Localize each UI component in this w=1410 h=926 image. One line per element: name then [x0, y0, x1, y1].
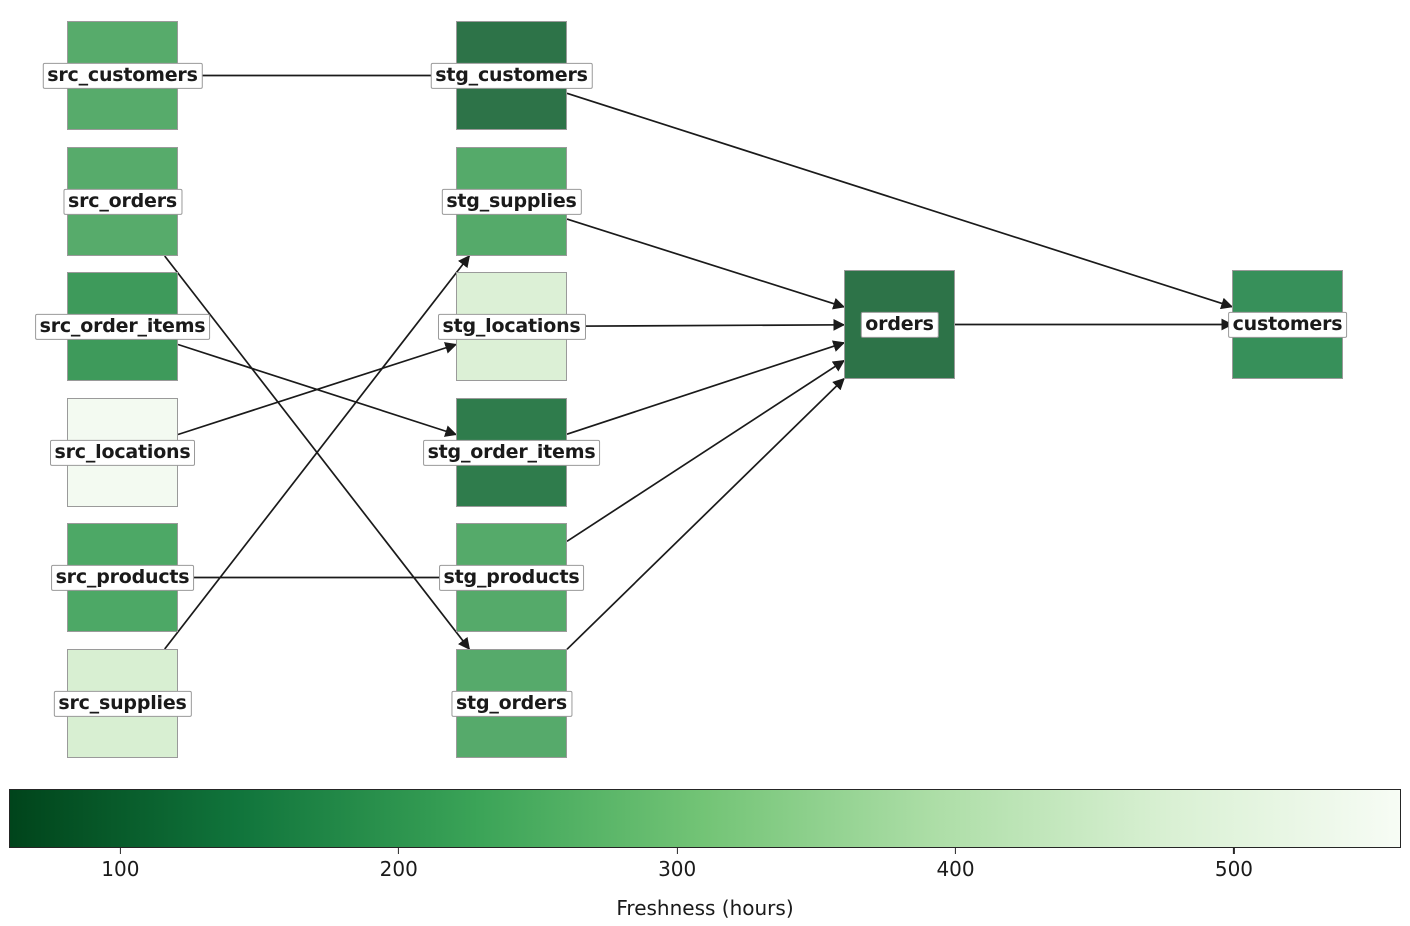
tick-mark-icon — [119, 848, 121, 854]
tick-label: 500 — [1214, 857, 1254, 881]
edge-src_locations-to-stg_locations — [177, 342, 458, 436]
tick-label: 100 — [101, 857, 140, 881]
node-label-customers[interactable]: customers — [1227, 311, 1348, 338]
tick-label: 300 — [658, 857, 697, 881]
node-label-src_supplies[interactable]: src_supplies — [53, 690, 192, 717]
edge-src_supplies-to-stg_supplies — [164, 255, 471, 650]
colorbar-tick-500: 500 — [1215, 848, 1253, 881]
colorbar-tick-400: 400 — [936, 848, 975, 881]
colorbar-gradient — [9, 789, 1401, 848]
colorbar-tick-200: 200 — [380, 848, 418, 881]
node-label-src_order_items[interactable]: src_order_items — [34, 313, 211, 340]
tick-mark-icon — [676, 848, 678, 854]
colorbar-tick-axis: 100 200 300 400 500 — [9, 848, 1401, 896]
node-label-stg_locations[interactable]: stg_locations — [437, 313, 586, 340]
tick-label: 200 — [379, 857, 418, 881]
node-label-stg_customers[interactable]: stg_customers — [430, 62, 593, 89]
edge-stg_products-to-orders — [566, 359, 845, 543]
node-label-src_customers[interactable]: src_customers — [42, 62, 203, 89]
node-label-stg_products[interactable]: stg_products — [438, 564, 585, 591]
node-label-stg_orders[interactable]: stg_orders — [450, 690, 573, 717]
tick-mark-icon — [398, 848, 400, 854]
node-label-src_locations[interactable]: src_locations — [49, 439, 196, 466]
tick-label: 400 — [936, 857, 975, 881]
tick-mark-icon — [954, 848, 957, 854]
node-label-src_orders[interactable]: src_orders — [62, 188, 183, 215]
colorbar-tick-300: 300 — [658, 848, 696, 881]
edge-stg_supplies-to-orders — [566, 218, 846, 310]
colorbar-tick-100: 100 — [101, 848, 139, 881]
edge-stg_orders-to-orders — [566, 377, 845, 650]
colorbar — [9, 789, 1401, 848]
node-label-orders[interactable]: orders — [860, 311, 939, 338]
node-label-src_products[interactable]: src_products — [50, 564, 195, 591]
edge-stg_order_items-to-orders — [566, 340, 846, 436]
tick-mark-icon — [1233, 848, 1235, 854]
edge-stg_locations-to-orders — [566, 318, 846, 331]
colorbar-title: Freshness (hours) — [616, 896, 794, 920]
node-label-stg_order_items[interactable]: stg_order_items — [422, 439, 601, 466]
node-label-stg_supplies[interactable]: stg_supplies — [441, 188, 582, 215]
edge-stg_customers-to-customers — [566, 92, 1234, 310]
